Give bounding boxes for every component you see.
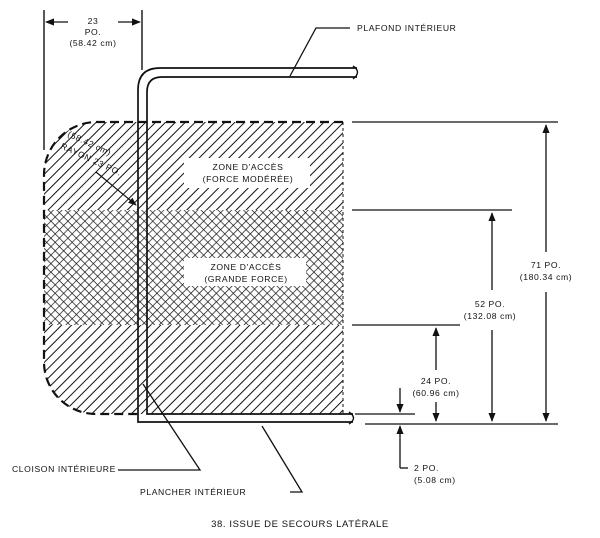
interior-wall-outer — [137, 67, 357, 423]
ceiling-break — [352, 65, 359, 80]
zone-moderate-subtitle: (FORCE MODÉRÉE) — [203, 174, 294, 184]
dim2-cm: (5.08 cm) — [414, 475, 456, 485]
wall-label: CLOISON INTÉRIEURE — [12, 464, 116, 474]
dim52-label: 52 PO. — [475, 299, 505, 309]
floor-label: PLANCHER INTÉRIEUR — [140, 487, 246, 497]
zone-high-subtitle: (GRANDE FORCE) — [204, 274, 287, 284]
width-cm: (58.42 cm) — [69, 38, 116, 48]
dim71-cm: (180.34 cm) — [520, 272, 572, 282]
figure-caption: 38. ISSUE DE SECOURS LATÉRALE — [211, 519, 389, 530]
radius-arrow — [95, 171, 137, 206]
width-unit: PO. — [85, 27, 102, 37]
zone-moderate-title: ZONE D'ACCÈS — [213, 162, 284, 172]
dim52-cm: (132.08 cm) — [464, 311, 516, 321]
zone-outline — [42, 120, 343, 416]
interior-wall-inner — [146, 76, 357, 415]
dim2-label: 2 PO. — [414, 463, 439, 473]
label-bg-high — [184, 258, 306, 286]
wall-leader — [118, 383, 202, 471]
dim24-label: 24 PO. — [421, 376, 451, 386]
dim24-cm: (60.96 cm) — [412, 388, 459, 398]
floor-break — [348, 411, 355, 425]
zone-lower-moderate — [44, 325, 343, 414]
label-bg-moderate — [184, 158, 310, 188]
zone-high-title: ZONE D'ACCÈS — [211, 262, 282, 272]
dim71-label: 71 PO. — [531, 260, 561, 270]
width-value: 23 — [88, 16, 99, 26]
floor-leader — [261, 425, 304, 493]
ceiling-leader — [289, 27, 350, 77]
ceiling-label: PLAFOND INTÉRIEUR — [357, 23, 457, 33]
